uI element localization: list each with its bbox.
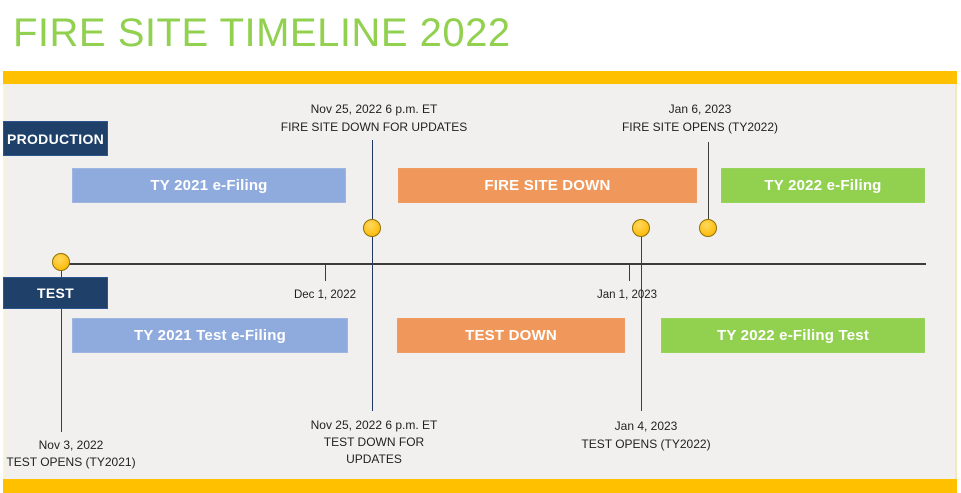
bar-fire-site-down: FIRE SITE DOWN [398,168,697,203]
milestone-marker-site-down [363,219,381,237]
annotation-line: TEST OPENS (TY2022) [581,437,711,451]
row-label-production: PRODUCTION [3,121,108,156]
annotation-line: TEST OPENS (TY2021) [6,454,136,469]
annotation-line: FIRE SITE DOWN FOR UPDATES [280,120,468,134]
annotation-line: Jan 6, 2023 [668,102,732,116]
milestone-marker-test-opens-ty2021 [52,253,70,271]
annotation-line: Jan 4, 2023 [614,419,678,433]
bar-label: TY 2021 Test e-Filing [133,327,287,344]
timeline-axis [55,263,926,265]
connector-line-test-opens-ty2022 [641,237,642,411]
tick-dec-1 [325,264,326,281]
tick-jan-1 [629,264,630,281]
annotation-test-down: Nov 25, 2022 6 p.m. ET TEST DOWN FOR UPD… [284,417,464,467]
bar-ty2021-efiling: TY 2021 e-Filing [72,168,346,203]
annotation-line: Nov 3, 2022 [38,438,104,452]
connector-line-fire-site-opens [708,142,709,219]
bar-label: TY 2022 e-Filing [764,177,882,194]
annotation-test-opens-ty2021: Nov 3, 2022 TEST OPENS (TY2021) [6,437,136,471]
bar-label: FIRE SITE DOWN [484,177,611,194]
annotation-test-opens-ty2022: Jan 4, 2023 TEST OPENS (TY2022) [556,417,736,453]
bar-label: TY 2022 e-Filing Test [716,327,870,344]
bottom-accent-bar [3,479,957,493]
top-accent-bar [3,71,957,84]
milestone-marker-fire-site-opens [699,219,717,237]
bar-label: TY 2021 e-Filing [150,177,268,194]
annotation-fire-site-opens: Jan 6, 2023 FIRE SITE OPENS (TY2022) [580,100,820,136]
annotation-line: UPDATES [346,451,402,466]
bar-label: TEST DOWN [465,327,557,344]
tick-label-dec-1: Dec 1, 2022 [293,289,356,301]
annotation-line: Nov 25, 2022 6 p.m. ET [310,102,438,116]
bar-ty2021-test-efiling: TY 2021 Test e-Filing [72,318,348,353]
annotation-line: FIRE SITE OPENS (TY2022) [621,120,779,134]
connector-line-fire-site-down [372,140,373,411]
milestone-marker-test-opens-ty2022 [632,219,650,237]
page-title: FIRE SITE TIMELINE 2022 [13,11,511,55]
bar-test-down: TEST DOWN [397,318,625,353]
annotation-line: Nov 25, 2022 6 p.m. ET [310,418,438,432]
tick-label-jan-1: Jan 1, 2023 [596,289,658,301]
bar-ty2022-efiling: TY 2022 e-Filing [721,168,925,203]
connector-line-test-opens-ty2021 [61,271,62,432]
bar-ty2022-efiling-test: TY 2022 e-Filing Test [661,318,925,353]
row-label-test: TEST [3,277,108,309]
diagram-background-panel [3,84,957,479]
annotation-line: TEST DOWN FOR [323,434,425,449]
annotation-fire-site-down: Nov 25, 2022 6 p.m. ET FIRE SITE DOWN FO… [254,100,494,136]
